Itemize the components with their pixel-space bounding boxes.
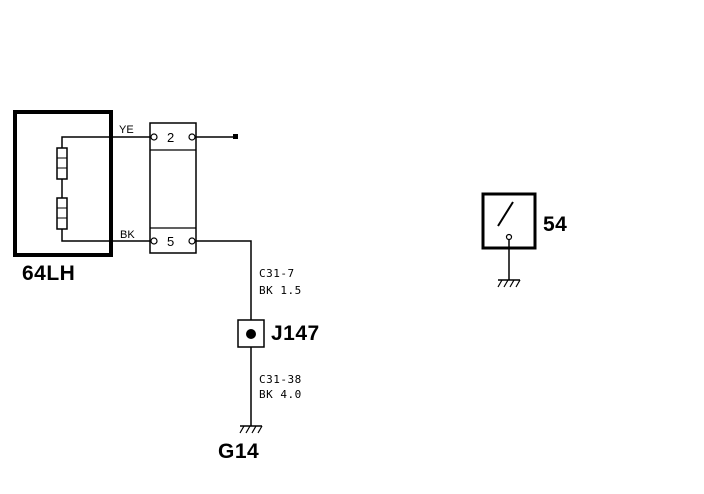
switch-contact: [505, 233, 513, 241]
switch-lever: [497, 201, 514, 227]
wire-upper-circuit: C31-7: [259, 267, 295, 280]
component-64lh-label: 64LH: [22, 262, 75, 285]
wire-lower-spec: BK 4.0: [259, 388, 302, 401]
switch-label: 54: [543, 213, 567, 236]
wire-color-bk: BK: [120, 229, 135, 241]
ground-label: G14: [218, 440, 259, 463]
ground-g14-icon: [239, 425, 263, 434]
connector-pin-5-out: [188, 237, 196, 245]
connector-pin-2-number: 2: [167, 130, 174, 145]
wire-color-ye: YE: [119, 124, 134, 136]
connector-pin-2-out: [188, 133, 196, 141]
junction-label: J147: [271, 322, 320, 345]
connector-pin-5-number: 5: [167, 234, 174, 249]
wire-upper-spec: BK 1.5: [259, 284, 302, 297]
wire-end-terminal: [233, 134, 238, 139]
wire-pin-5-to-junction: [195, 240, 252, 320]
resistor-element-upper: [56, 147, 68, 180]
connector-pin-2-in: [150, 133, 158, 141]
ground-switch-icon: [497, 279, 521, 288]
connector-block[interactable]: [149, 122, 197, 254]
junction-dot: [246, 329, 256, 339]
component-64lh-box: [13, 110, 113, 257]
connector-body: [149, 122, 197, 254]
switch-54[interactable]: [481, 192, 537, 250]
resistor-element-lower: [56, 197, 68, 230]
component-64lh[interactable]: [13, 110, 113, 257]
connector-pin-5-in: [150, 237, 158, 245]
wire-lower-circuit: C31-38: [259, 373, 302, 386]
junction-j147[interactable]: [237, 319, 265, 348]
